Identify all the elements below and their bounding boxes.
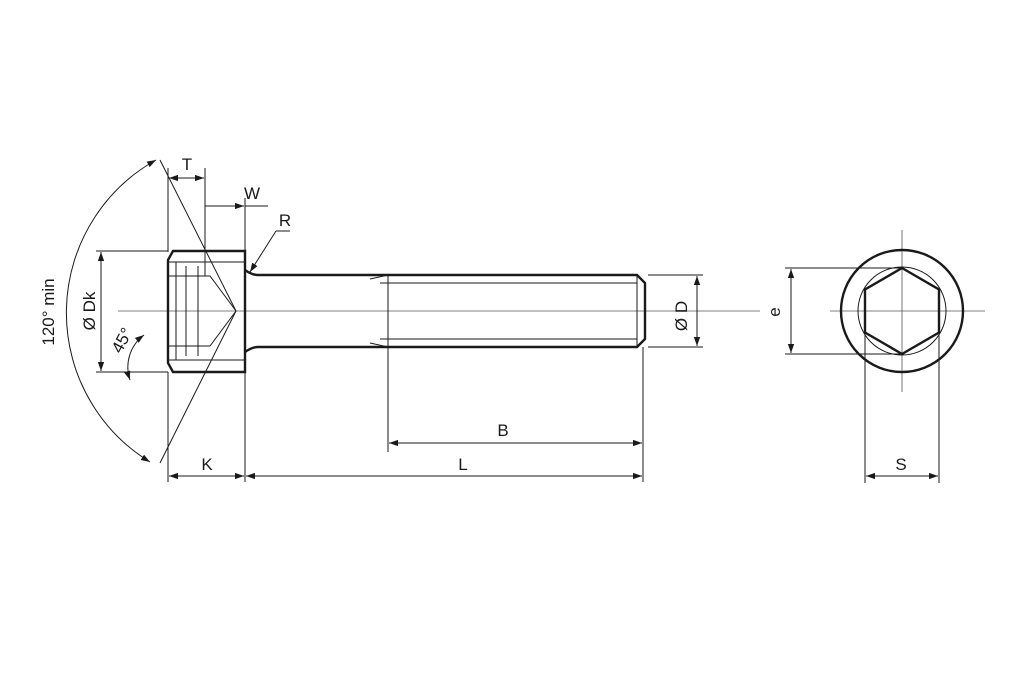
dk-label: Ø Dk <box>80 291 99 330</box>
s-label: S <box>895 455 906 474</box>
shank <box>258 273 647 349</box>
b-label: B <box>497 421 508 440</box>
angle-45-label: 45° <box>108 325 137 357</box>
angle-120-dimension <box>65 159 237 464</box>
e-label: e <box>765 307 784 316</box>
r-label: R <box>279 211 291 230</box>
under-head-fillet <box>244 269 259 353</box>
center-lines <box>118 230 985 392</box>
d-dimension <box>648 274 703 348</box>
screw-side-view <box>166 249 647 374</box>
screw-head <box>166 249 247 374</box>
thread <box>369 274 638 348</box>
k-label: K <box>201 455 213 474</box>
w-dimension <box>205 198 268 251</box>
e-dimension <box>785 267 902 355</box>
b-dimension <box>387 347 644 482</box>
angle-120-label: 120° min <box>39 278 58 345</box>
t-label: T <box>182 155 192 174</box>
l-label: L <box>458 455 467 474</box>
s-dimension <box>864 333 940 483</box>
d-label: Ø D <box>672 301 691 331</box>
w-label: W <box>244 184 260 203</box>
dk-dimension <box>96 250 168 373</box>
r-leader <box>249 230 290 273</box>
t-dimension <box>167 168 206 276</box>
k-l-dimensions <box>167 372 642 482</box>
angle-45-dimension <box>124 334 145 381</box>
head-outer-circle <box>839 248 965 374</box>
